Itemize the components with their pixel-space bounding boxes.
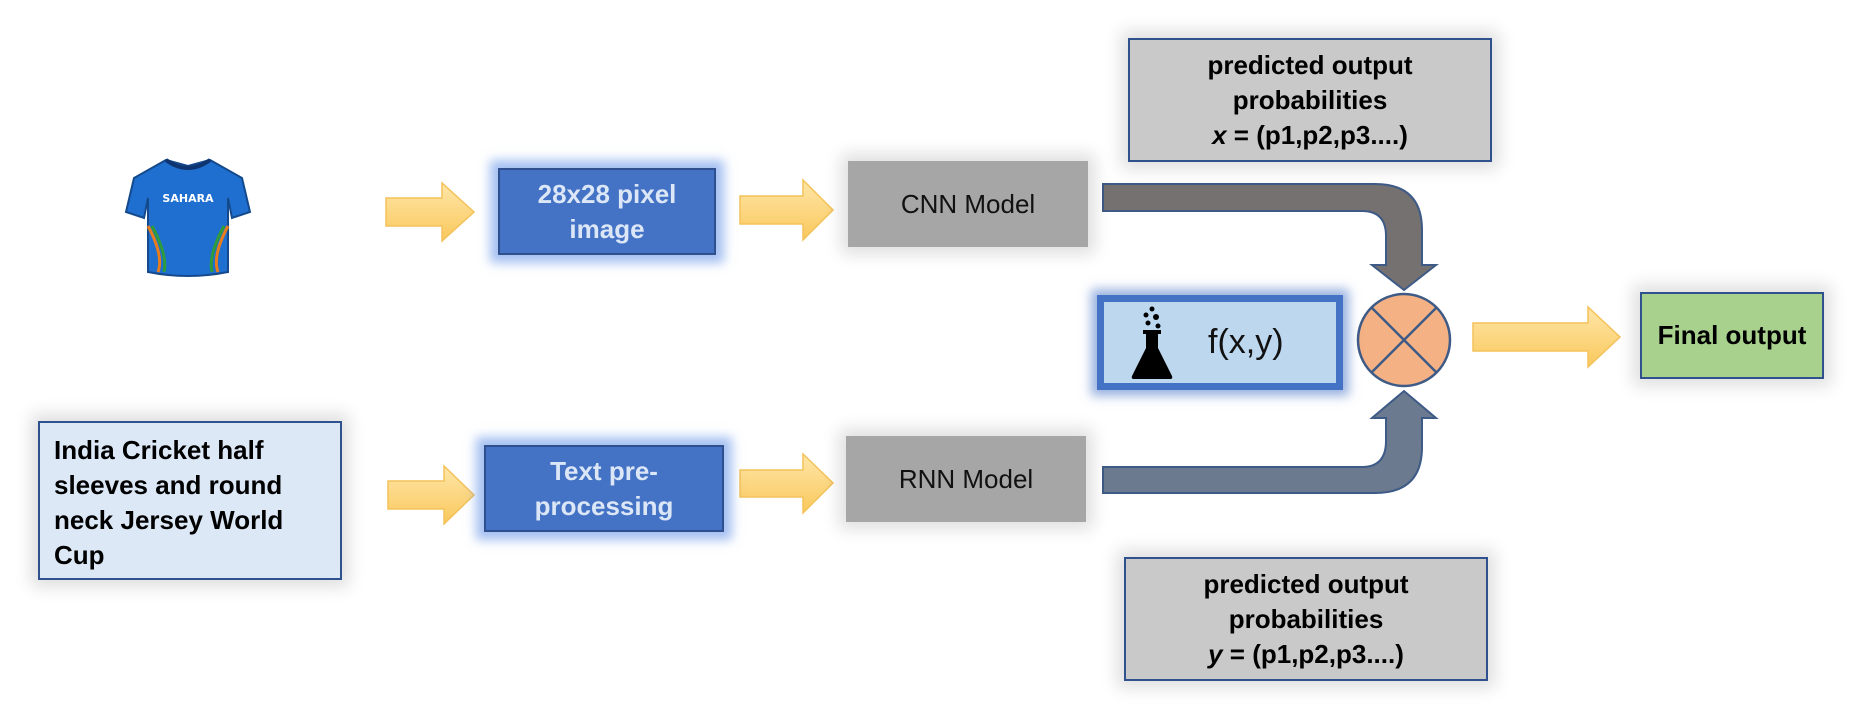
final-output-label: Final output xyxy=(1657,320,1807,350)
cnn-model-box: CNN Model xyxy=(848,161,1088,247)
probabilities-x-values: = (p1,p2,p3....) xyxy=(1226,119,1408,150)
text-preprocessing-label: Text pre-processing xyxy=(534,455,674,521)
probabilities-x-line1: predicted output xyxy=(1207,49,1413,80)
function-label: f(x,y) xyxy=(1208,323,1284,361)
cnn-connector-arrow xyxy=(1102,183,1439,292)
rnn-connector-arrow xyxy=(1102,389,1439,494)
arrow-jersey-to-image xyxy=(385,181,476,243)
final-output-box: Final output xyxy=(1640,292,1824,379)
combiner-multiply-icon xyxy=(1356,292,1452,388)
probabilities-x-line2: probabilities xyxy=(1232,84,1388,115)
text-preprocessing-box: Text pre-processing xyxy=(484,445,724,532)
probabilities-y-values: = (p1,p2,p3....) xyxy=(1222,638,1404,669)
probabilities-x-box: predicted output probabilities x = (p1,p… xyxy=(1128,38,1492,162)
probabilities-y-line1: predicted output xyxy=(1203,568,1409,599)
arrow-preprocessing-to-rnn xyxy=(739,452,835,515)
probabilities-y-formula: y = (p1,p2,p3....) xyxy=(1208,637,1404,672)
rnn-model-box: RNN Model xyxy=(846,436,1086,522)
jersey-logo-text: SAHARA xyxy=(162,192,214,205)
arrow-combiner-to-final xyxy=(1472,305,1622,369)
probabilities-y-box: predicted output probabilities y = (p1,p… xyxy=(1124,557,1488,681)
arrow-image-to-cnn xyxy=(739,178,835,242)
probabilities-x-var: x xyxy=(1212,119,1227,150)
input-text-label: India Cricket half sleeves and round nec… xyxy=(54,435,284,570)
image-input-label: 28x28 pixel image xyxy=(537,178,677,244)
cnn-model-label: CNN Model xyxy=(900,188,1036,219)
flask-icon xyxy=(1131,306,1173,379)
jersey-image: SAHARA xyxy=(124,158,252,277)
probabilities-y-line2: probabilities xyxy=(1228,603,1384,634)
input-text-box: India Cricket half sleeves and round nec… xyxy=(38,421,342,580)
rnn-model-label: RNN Model xyxy=(898,463,1034,494)
arrow-text-to-preprocessing xyxy=(387,464,476,526)
image-input-box: 28x28 pixel image xyxy=(498,168,716,255)
function-box: f(x,y) xyxy=(1097,295,1343,390)
probabilities-y-var: y xyxy=(1208,638,1223,669)
probabilities-x-formula: x = (p1,p2,p3....) xyxy=(1212,118,1408,153)
